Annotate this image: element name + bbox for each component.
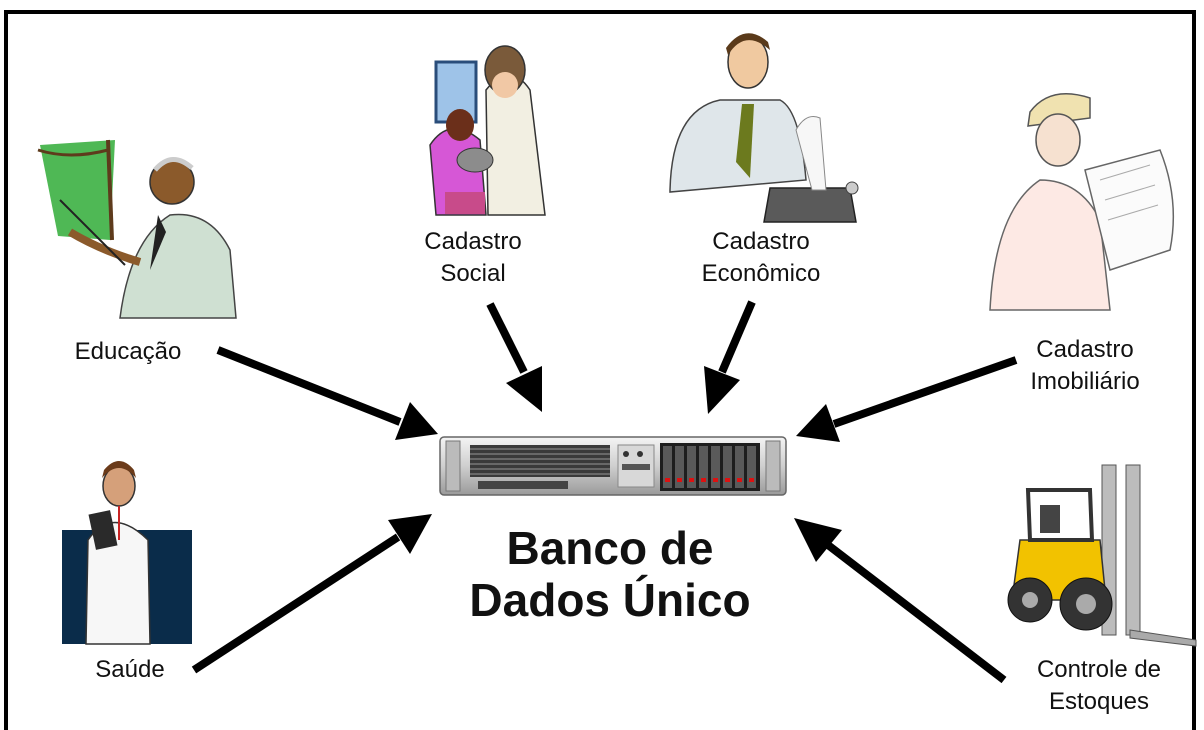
- node-label-cadastro-social-line1: Cadastro: [424, 228, 522, 255]
- node-label-saude: Saúde: [60, 654, 200, 686]
- edge-educacao: [216, 346, 438, 440]
- center-node-label-line1: Banco de: [506, 522, 714, 574]
- node-label-educacao-line1: Educação: [74, 338, 182, 365]
- node-label-controle-estoques-line1: Controle de: [1036, 656, 1162, 683]
- doctor-icon: [62, 461, 192, 645]
- node-label-cadastro-imobiliario-line2: Imobiliário: [1030, 368, 1140, 395]
- center-node-label: Banco de Dados Único: [430, 522, 790, 626]
- edge-saude: [191, 514, 432, 674]
- node-label-cadastro-social: Cadastro Social: [408, 226, 538, 290]
- node-label-cadastro-imobiliario: Cadastro Imobiliário: [1010, 334, 1160, 398]
- server-icon: [439, 436, 787, 496]
- edge-cadastro-imobiliario: [796, 356, 1018, 442]
- node-label-cadastro-social-line2: Social: [440, 260, 506, 287]
- edge-cadastro-social: [486, 302, 542, 412]
- forklift-icon: [1007, 464, 1197, 647]
- node-label-cadastro-economico-line2: Econômico: [701, 260, 821, 287]
- clerk-adding-machine-icon: [669, 33, 859, 223]
- node-label-cadastro-economico-line1: Cadastro: [712, 228, 810, 255]
- family-icon: [429, 45, 546, 216]
- node-label-cadastro-economico: Cadastro Econômico: [676, 226, 846, 290]
- center-node-label-line2: Dados Único: [469, 574, 751, 626]
- edge-controle-estoques: [794, 518, 1007, 684]
- node-label-controle-estoques-line2: Estoques: [1048, 688, 1150, 715]
- teacher-icon: [37, 139, 237, 319]
- engineer-blueprint-icon: [989, 93, 1175, 311]
- node-label-educacao: Educação: [48, 336, 208, 368]
- node-label-controle-estoques: Controle de Estoques: [1014, 654, 1184, 718]
- node-label-saude-line1: Saúde: [95, 656, 165, 683]
- node-label-cadastro-imobiliario-line1: Cadastro: [1036, 336, 1134, 363]
- edge-cadastro-economico: [704, 300, 756, 414]
- diagram-frame: [4, 10, 1196, 730]
